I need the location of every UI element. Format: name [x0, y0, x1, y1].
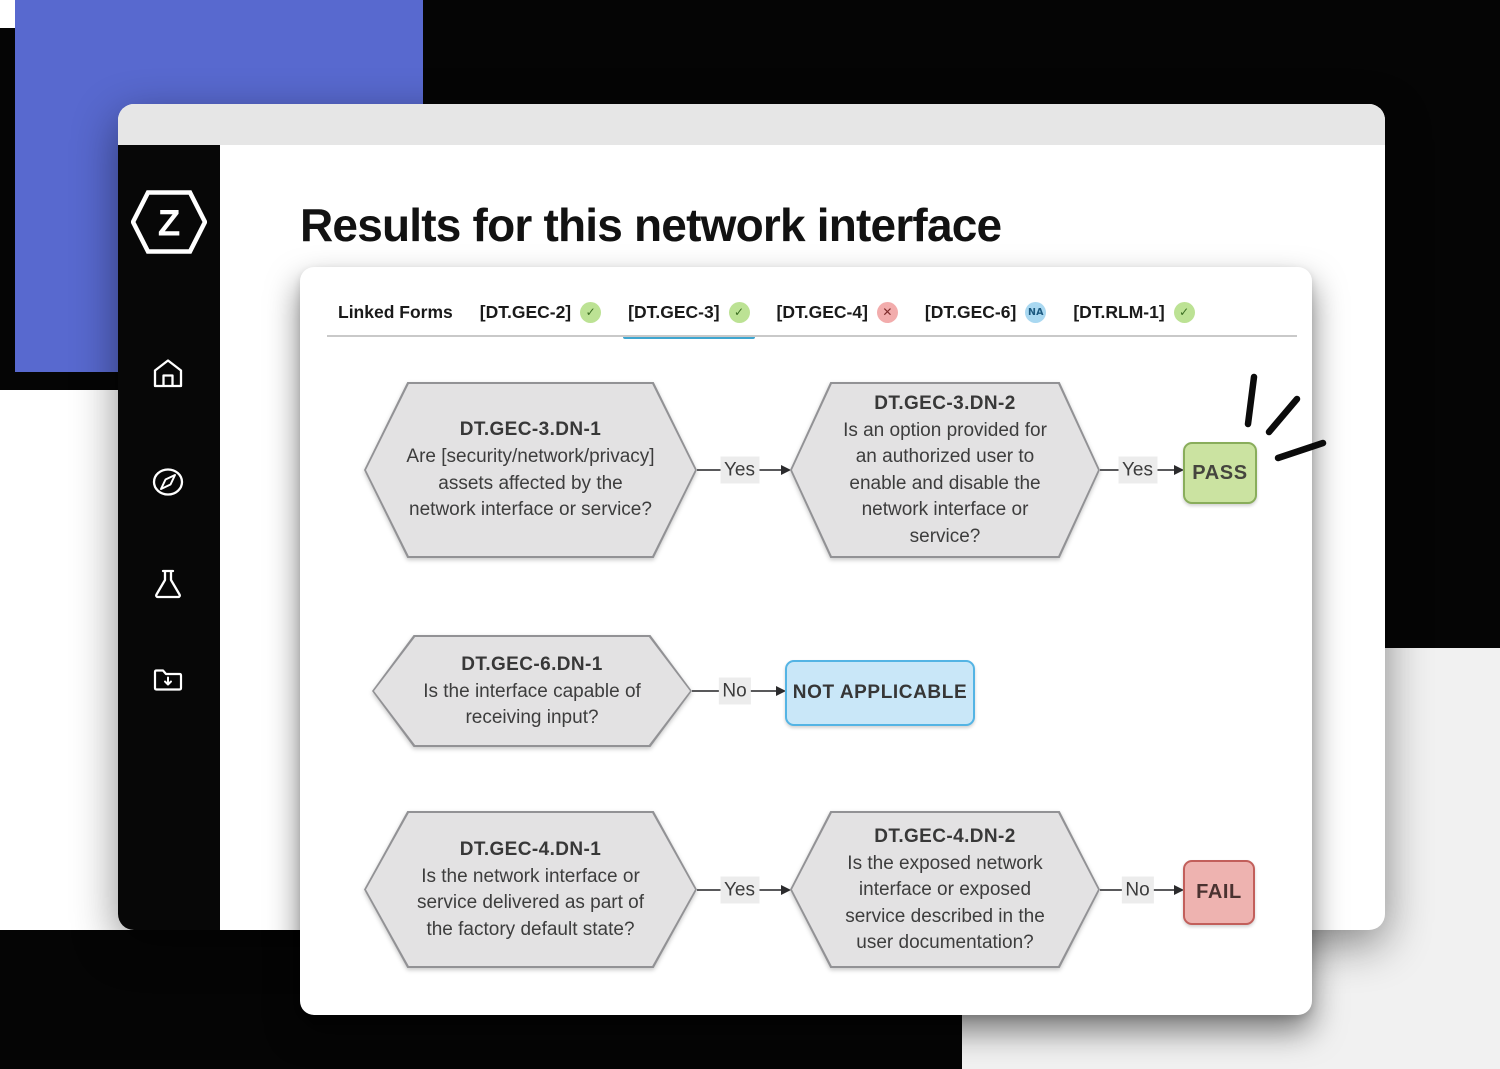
connector-yes: Yes: [697, 876, 791, 904]
results-card: Linked Forms [DT.GEC-2] ✓ [DT.GEC-3] ✓ […: [300, 267, 1312, 1015]
node-question: Are [security/network/privacy] assets af…: [406, 446, 655, 521]
z-logo: Z: [130, 189, 208, 260]
node-question: Is the network interface or service deli…: [416, 865, 645, 940]
tab-dt-gec-6[interactable]: [DT.GEC-6] NA: [924, 297, 1047, 327]
flow-node-dt-gec-3-dn-2: DT.GEC-3.DN-2 Is an option provided for …: [790, 382, 1100, 558]
linked-forms-label: Linked Forms: [338, 301, 453, 322]
connector-yes: Yes: [697, 456, 791, 484]
connector-no: No: [1100, 876, 1184, 904]
tab-label: [DT.GEC-6]: [924, 301, 1017, 322]
node-question: Is the interface capable of receiving in…: [423, 680, 641, 729]
connector-label: Yes: [720, 876, 759, 904]
pass-check-badge-icon: ✓: [1173, 301, 1195, 323]
flow-node-dt-gec-4-dn-1: DT.GEC-4.DN-1 Is the network interface o…: [364, 811, 697, 968]
burst-emphasis-marks-icon: [1233, 368, 1333, 473]
window-titlebar: [118, 104, 1385, 145]
flow-node-dt-gec-3-dn-1: DT.GEC-3.DN-1 Are [security/network/priv…: [364, 382, 697, 558]
tab-dt-rlm-1[interactable]: [DT.RLM-1] ✓: [1073, 297, 1195, 327]
fail-result-box: FAIL: [1183, 860, 1255, 925]
tabbar-divider: [327, 335, 1297, 337]
node-id: DT.GEC-4.DN-1: [459, 838, 602, 860]
linked-forms-tabbar: Linked Forms [DT.GEC-2] ✓ [DT.GEC-3] ✓ […: [338, 297, 1195, 339]
flow-node-dt-gec-6-dn-1: DT.GEC-6.DN-1 Is the interface capable o…: [372, 635, 692, 747]
home-icon[interactable]: [150, 356, 186, 392]
compass-icon[interactable]: [150, 464, 186, 500]
connector-yes: Yes: [1100, 456, 1184, 484]
pass-check-badge-icon: ✓: [580, 301, 602, 323]
pass-result-box: PASS: [1183, 442, 1257, 504]
flow-node-dt-gec-4-dn-2: DT.GEC-4.DN-2 Is the exposed network int…: [790, 811, 1100, 968]
pass-check-badge-icon: ✓: [728, 301, 750, 323]
node-question: Is an option provided for an authorized …: [843, 419, 1047, 547]
connector-label: Yes: [1118, 456, 1157, 484]
tab-dt-gec-4[interactable]: [DT.GEC-4] ✕: [777, 297, 898, 327]
flask-icon[interactable]: [150, 567, 186, 603]
tab-label: [DT.GEC-2]: [479, 301, 572, 322]
na-badge-icon: NA: [1025, 301, 1047, 323]
tab-dt-gec-3[interactable]: [DT.GEC-3] ✓: [623, 297, 755, 339]
connector-label: Yes: [720, 456, 759, 484]
fail-x-badge-icon: ✕: [876, 301, 898, 323]
tab-label: [DT.GEC-3]: [628, 301, 720, 322]
connector-label: No: [718, 677, 751, 705]
tab-dt-gec-2[interactable]: [DT.GEC-2] ✓: [479, 297, 602, 327]
sidebar: Z: [118, 145, 220, 930]
logo-letter: Z: [158, 203, 181, 244]
not-applicable-result-box: NOT APPLICABLE: [785, 660, 975, 726]
tab-label: [DT.GEC-4]: [776, 301, 868, 322]
folder-download-icon[interactable]: [150, 662, 186, 698]
tab-label: [DT.RLM-1]: [1073, 301, 1165, 322]
connector-no: No: [692, 677, 786, 705]
node-id: DT.GEC-3.DN-2: [874, 392, 1016, 414]
node-id: DT.GEC-6.DN-1: [461, 653, 603, 675]
page-title: Results for this network interface: [300, 199, 1002, 251]
connector-label: No: [1121, 876, 1154, 904]
node-id: DT.GEC-4.DN-2: [874, 825, 1016, 847]
node-id: DT.GEC-3.DN-1: [459, 419, 602, 441]
node-question: Is the exposed network interface or expo…: [845, 852, 1045, 954]
